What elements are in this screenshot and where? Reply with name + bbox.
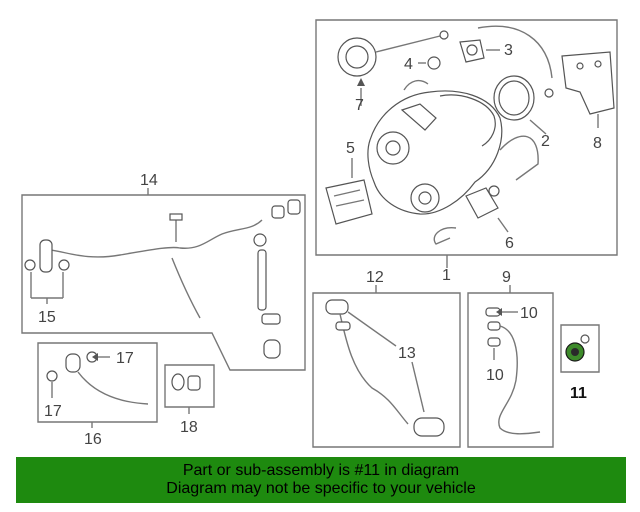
callout-5: 5	[346, 140, 355, 157]
highlighted-part-11-fitting	[565, 334, 590, 362]
box-16-return-pipe	[37, 342, 158, 423]
callout-11: 11	[570, 385, 587, 402]
box-9-oil-feed-pipe	[467, 292, 554, 448]
outlet-elbow	[459, 39, 485, 63]
callout-18: 18	[180, 419, 198, 436]
callout-7: 7	[355, 97, 364, 114]
callout-15: 15	[38, 309, 56, 326]
wastegate-actuator	[337, 30, 449, 77]
box-12-oil-return-pipe	[312, 292, 461, 448]
bypass-valve	[433, 185, 500, 245]
callout-10-lower: 10	[486, 367, 504, 384]
callout-3: 3	[504, 42, 513, 59]
callout-2: 2	[541, 133, 550, 150]
oil-feed-pipe	[485, 307, 541, 435]
oil-return-pipe	[325, 299, 445, 437]
o-ring-seal	[427, 56, 441, 70]
callout-4: 4	[404, 56, 413, 73]
box-1-turbo-assembly	[315, 19, 618, 256]
callout-16: 16	[84, 431, 102, 448]
callout-17-upper: 17	[116, 350, 134, 367]
callout-1: 1	[442, 267, 451, 284]
callout-8: 8	[593, 135, 602, 152]
return-pipe-part	[46, 351, 149, 405]
vehicle-fit-banner: Part or sub-assembly is #11 in diagram D…	[16, 457, 626, 503]
callout-13: 13	[398, 345, 416, 362]
callout-12: 12	[366, 269, 384, 286]
electronic-actuator	[325, 179, 373, 225]
callout-14: 14	[140, 172, 158, 189]
box-11-highlighted-part	[560, 324, 600, 373]
heat-shield-bracket	[561, 51, 615, 115]
banner-line-1: Part or sub-assembly is #11 in diagram	[182, 462, 460, 479]
fitting-bolt	[187, 375, 201, 391]
callout-9: 9	[502, 269, 511, 286]
callout-6: 6	[505, 235, 514, 252]
oil-feed-line	[499, 135, 539, 181]
callout-10-upper: 10	[520, 305, 538, 322]
box-18-fitting	[164, 364, 215, 408]
fitting-washer	[171, 373, 185, 391]
callout-17-lower: 17	[44, 403, 62, 420]
banner-line-2: Diagram may not be specific to your vehi…	[166, 480, 476, 497]
coolant-pipe-assembly	[24, 199, 301, 359]
top-hose	[477, 25, 553, 79]
box-14-coolant-pipes	[21, 194, 306, 371]
turbocharger-body	[367, 79, 503, 215]
